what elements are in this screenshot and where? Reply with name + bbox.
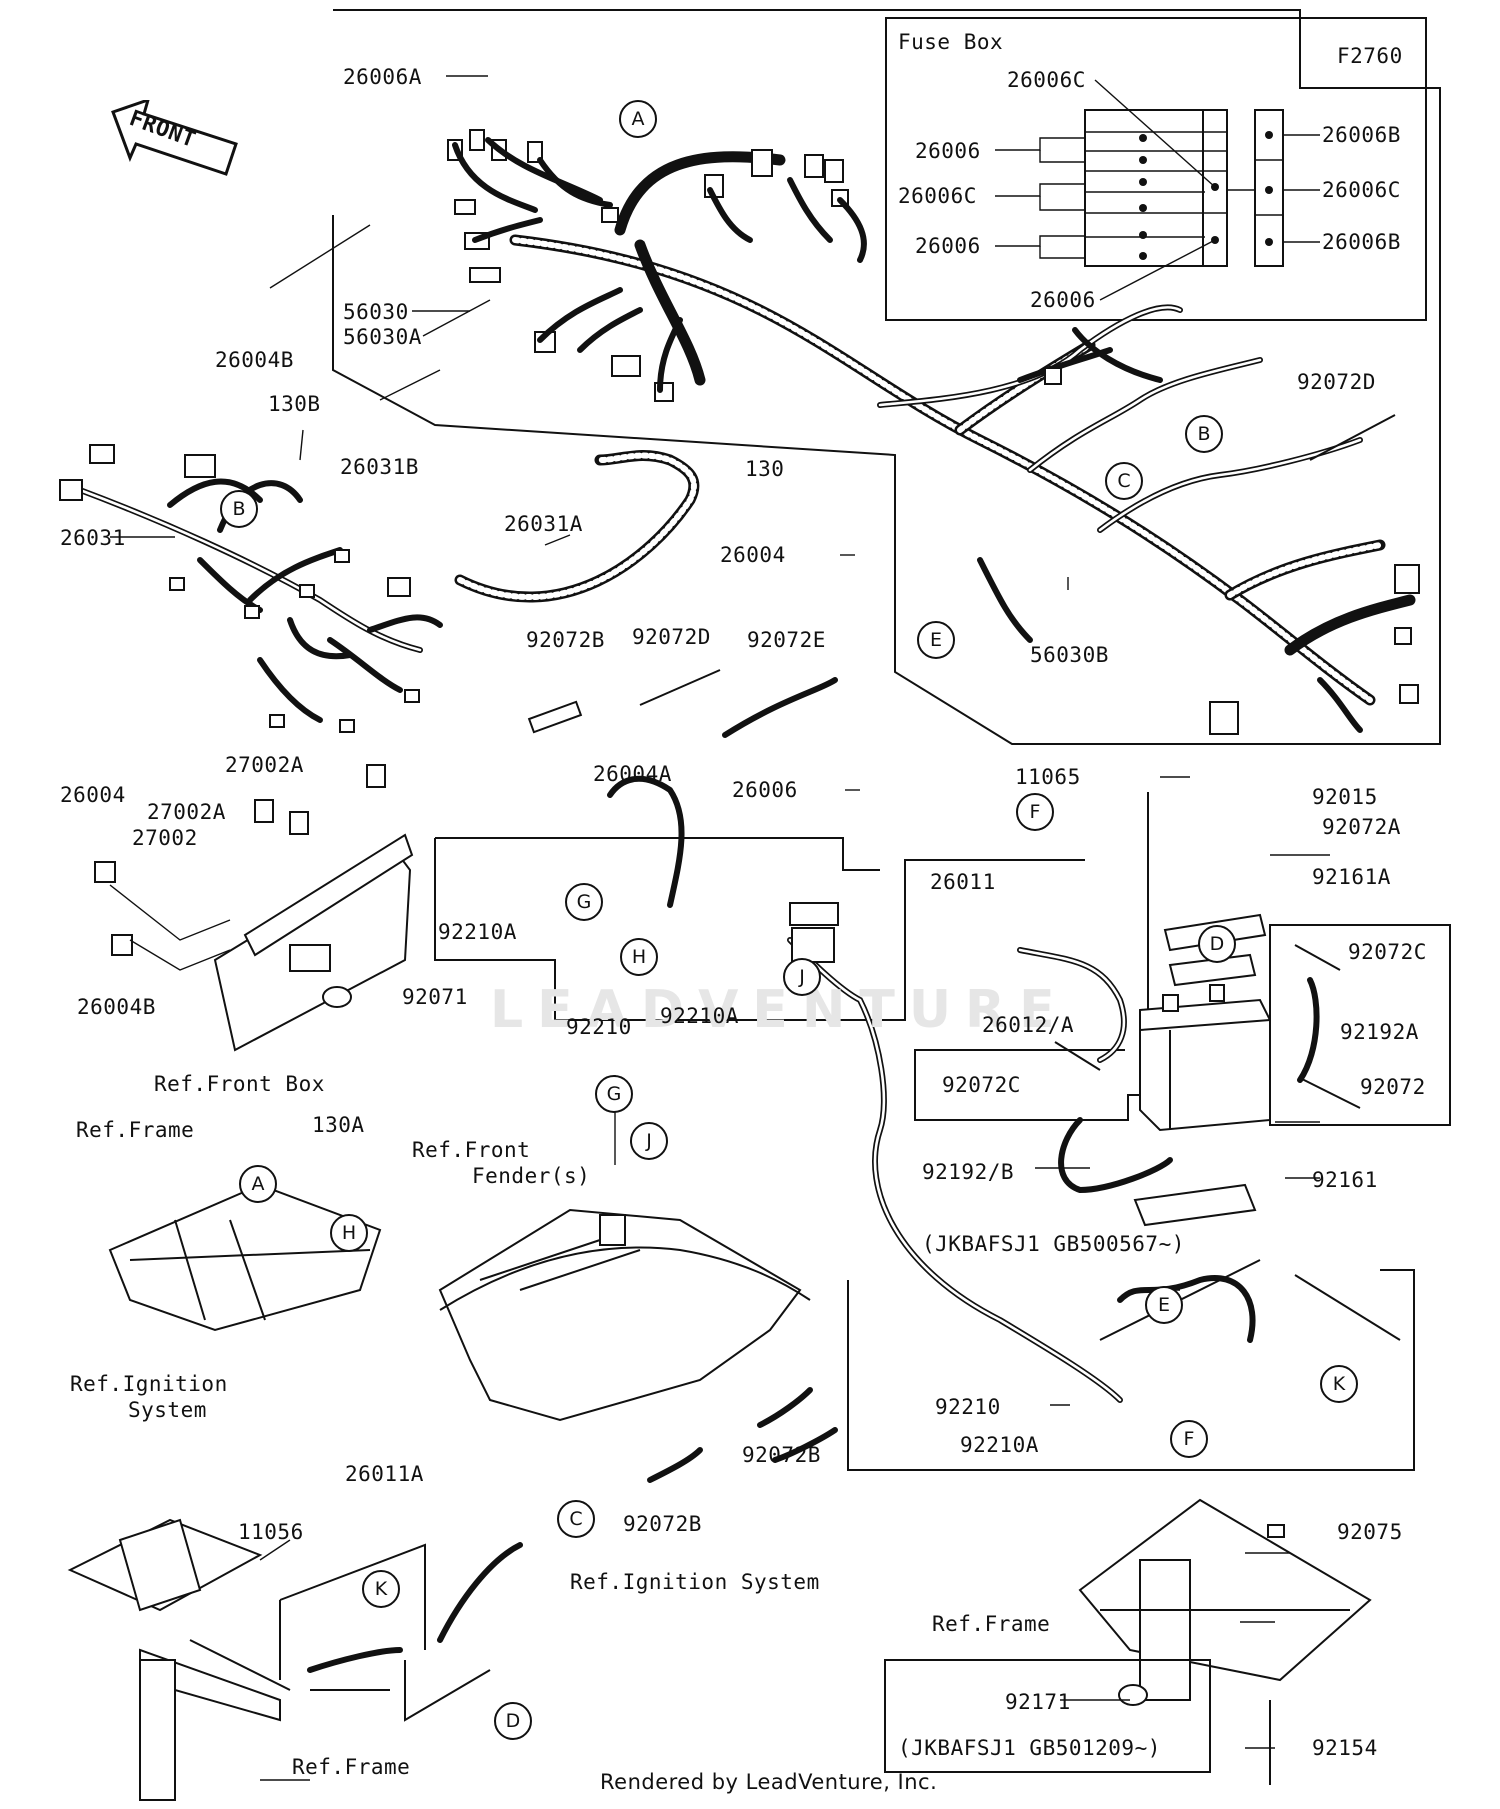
part-26006B-r1[interactable]: 26006B — [1322, 123, 1401, 147]
part-26004-mid[interactable]: 26004 — [720, 543, 786, 567]
part-27002A-1[interactable]: 27002A — [225, 753, 304, 777]
part-26004A[interactable]: 26004A — [593, 762, 672, 786]
ref-front-box: Ref.Front Box — [154, 1072, 325, 1096]
part-27002[interactable]: 27002 — [132, 826, 198, 850]
part-26006-bottom[interactable]: 26006 — [1030, 288, 1096, 312]
callout-H-bottom: H — [330, 1214, 368, 1252]
part-92072B-2[interactable]: 92072B — [742, 1443, 821, 1467]
callout-D-bottom: D — [494, 1702, 532, 1740]
part-26006-mid[interactable]: 26006 — [732, 778, 798, 802]
callout-J-bottom: J — [630, 1122, 668, 1160]
callout-F-top: F — [1016, 793, 1054, 831]
ref-front-fender-1: Ref.Front — [412, 1138, 531, 1162]
part-26006-left2[interactable]: 26006 — [915, 234, 981, 258]
part-92161A[interactable]: 92161A — [1312, 865, 1391, 889]
part-92072B-3[interactable]: 92072B — [623, 1512, 702, 1536]
part-27002A-2[interactable]: 27002A — [147, 800, 226, 824]
part-26006B-r2[interactable]: 26006B — [1322, 230, 1401, 254]
part-26031A[interactable]: 26031A — [504, 512, 583, 536]
part-92192A[interactable]: 92192A — [1340, 1020, 1419, 1044]
part-11065[interactable]: 11065 — [1015, 765, 1081, 789]
callout-K-bottom: K — [362, 1570, 400, 1608]
callout-C-bottom: C — [557, 1500, 595, 1538]
callout-G-top: G — [565, 883, 603, 921]
part-92072C[interactable]: 92072C — [942, 1073, 1021, 1097]
part-92072D-r[interactable]: 92072D — [1297, 370, 1376, 394]
part-92072D[interactable]: 92072D — [632, 625, 711, 649]
part-26011[interactable]: 26011 — [930, 870, 996, 894]
part-92072B[interactable]: 92072B — [526, 628, 605, 652]
callout-G-bottom: G — [595, 1075, 633, 1113]
part-92210A-3[interactable]: 92210A — [960, 1433, 1039, 1457]
ref-ignition-system: Ref.Ignition System — [570, 1570, 820, 1594]
part-92171[interactable]: 92171 — [1005, 1690, 1071, 1714]
part-11056[interactable]: 11056 — [238, 1520, 304, 1544]
callout-E-top: E — [917, 621, 955, 659]
callout-H-top: H — [620, 938, 658, 976]
ref-frame-2: Ref.Frame — [932, 1612, 1051, 1636]
relay-section-frame — [434, 838, 1085, 1021]
callout-B-top: B — [1185, 415, 1223, 453]
part-92072C-r[interactable]: 92072C — [1348, 940, 1427, 964]
part-26004B-bot[interactable]: 26004B — [77, 995, 156, 1019]
ref-frame-1: Ref.Frame — [76, 1118, 195, 1142]
callout-D-top: D — [1198, 925, 1236, 963]
callout-C-top: C — [1105, 462, 1143, 500]
part-92071[interactable]: 92071 — [402, 985, 468, 1009]
callout-A-bottom: A — [239, 1165, 277, 1203]
part-130[interactable]: 130 — [745, 457, 785, 481]
part-56030A[interactable]: 56030A — [343, 325, 422, 349]
serial-note-2: (JKBAFSJ1 GB501209~) — [898, 1736, 1161, 1760]
main-harness-frame — [332, 9, 1441, 745]
part-92072A[interactable]: 92072A — [1322, 815, 1401, 839]
part-92210-2[interactable]: 92210 — [935, 1395, 1001, 1419]
part-26006A[interactable]: 26006A — [343, 65, 422, 89]
callout-A-top: A — [619, 100, 657, 138]
front-arrow-icon — [111, 100, 238, 176]
callout-E-bottom: E — [1145, 1286, 1183, 1324]
serial-note-1: (JKBAFSJ1 GB500567~) — [922, 1232, 1185, 1256]
part-130A[interactable]: 130A — [312, 1113, 365, 1137]
figure-code: F2760 — [1337, 44, 1403, 68]
callout-J-top: J — [783, 958, 821, 996]
part-56030[interactable]: 56030 — [343, 300, 409, 324]
part-26006C-r[interactable]: 26006C — [1322, 178, 1401, 202]
part-92075[interactable]: 92075 — [1337, 1520, 1403, 1544]
part-130B[interactable]: 130B — [268, 392, 321, 416]
part-26031B[interactable]: 26031B — [340, 455, 419, 479]
part-92072[interactable]: 92072 — [1360, 1075, 1426, 1099]
watermark: LEADVENTURE — [490, 980, 1069, 1040]
part-26011A[interactable]: 26011A — [345, 1462, 424, 1486]
ref-front-fender-2: Fender(s) — [472, 1164, 591, 1188]
part-56030B[interactable]: 56030B — [1030, 643, 1109, 667]
part-92210[interactable]: 92210 — [566, 1015, 632, 1039]
part-26006-left1[interactable]: 26006 — [915, 139, 981, 163]
callout-B-left: B — [220, 490, 258, 528]
part-92192-B[interactable]: 92192/B — [922, 1160, 1015, 1184]
part-92210A-2[interactable]: 92210A — [660, 1004, 739, 1028]
part-92072E[interactable]: 92072E — [747, 628, 826, 652]
fuse-box-frame — [885, 17, 1427, 321]
part-92154[interactable]: 92154 — [1312, 1736, 1378, 1760]
ref-frame-3: Ref.Frame — [292, 1755, 411, 1779]
part-26006C-left[interactable]: 26006C — [898, 184, 977, 208]
part-92210A-1[interactable]: 92210A — [438, 920, 517, 944]
part-26006C-top[interactable]: 26006C — [1007, 68, 1086, 92]
callout-K-right: K — [1320, 1365, 1358, 1403]
ref-ignition-2: System — [128, 1398, 207, 1422]
ref-ignition-1: Ref.Ignition — [70, 1372, 228, 1396]
part-26031[interactable]: 26031 — [60, 526, 126, 550]
part-26004-left[interactable]: 26004 — [60, 783, 126, 807]
fuse-box-title: Fuse Box — [898, 30, 1004, 54]
part-92015[interactable]: 92015 — [1312, 785, 1378, 809]
part-92161[interactable]: 92161 — [1312, 1168, 1378, 1192]
footer-credit: Rendered by LeadVenture, Inc. — [600, 1770, 938, 1794]
part-26004B-top[interactable]: 26004B — [215, 348, 294, 372]
callout-F-bottom: F — [1170, 1420, 1208, 1458]
battery-section-frame — [914, 792, 1149, 1121]
part-26012-A[interactable]: 26012/A — [982, 1013, 1075, 1037]
